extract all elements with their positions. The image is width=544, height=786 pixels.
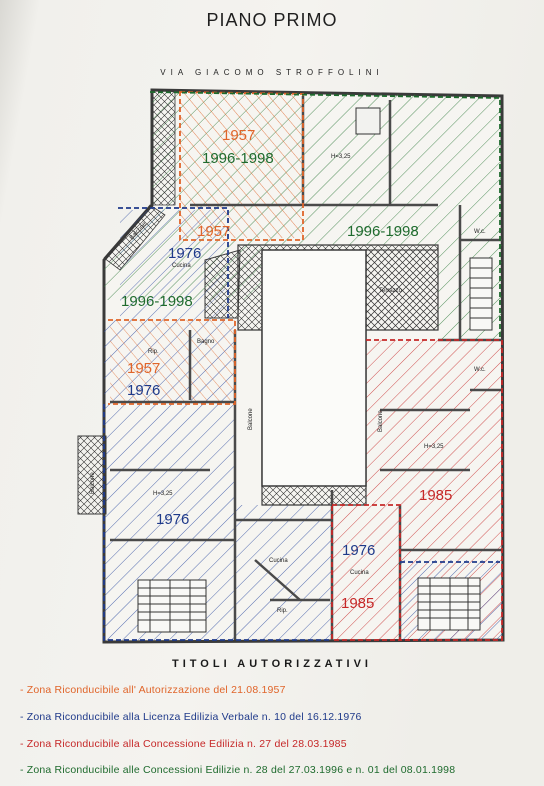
stairs-west — [137, 579, 207, 633]
zone-1957-west: 1957 — [127, 360, 160, 377]
zone-1957-cucina: 1957 — [197, 223, 230, 240]
zone-1957-north: 1957 — [222, 127, 255, 144]
room-wc-north: W.c. — [474, 229, 486, 235]
legend-item-1957: -Zona Riconducibile all' Autorizzazione … — [20, 684, 286, 696]
legend-item-1976: -Zona Riconducibile alla Licenza Edilizi… — [20, 711, 362, 723]
stairs-north — [355, 107, 381, 135]
room-terrazzo: Terrazzo — [379, 288, 403, 294]
north-west-balcony — [151, 89, 176, 206]
room-height-east: H=3,25 — [424, 444, 444, 450]
room-rip-south: Rip. — [277, 608, 288, 614]
room-bagno: Bagno — [197, 339, 215, 345]
zone-outlines — [103, 91, 503, 641]
room-cucina-north: Cucina — [172, 263, 191, 269]
legend-item-1996: -Zona Riconducibile alle Concessioni Edi… — [20, 764, 455, 776]
legend-bullet: - — [20, 684, 24, 696]
legend-text: Zona Riconducibile alla Licenza Edilizia… — [26, 711, 362, 723]
room-cucina-south: Cucina — [269, 558, 288, 564]
west-balcony — [77, 435, 107, 515]
courtyard — [261, 249, 367, 487]
terrace — [365, 249, 439, 331]
diagonal-balcony — [103, 204, 166, 271]
stairs-east — [417, 577, 481, 631]
legend-bullet: - — [20, 764, 24, 776]
zone-1996-west: 1996-1998 — [121, 293, 193, 310]
legend-text: Zona Riconducibile all' Autorizzazione d… — [26, 684, 286, 696]
legend-bullet: - — [20, 738, 24, 750]
legend-text: Zona Riconducibile alla Concessione Edil… — [26, 738, 347, 750]
zone-1976-southwest: 1976 — [156, 511, 189, 528]
legend-title: TITOLI AUTORIZZATIVI — [172, 658, 372, 670]
zone-1996-center: 1996-1998 — [347, 223, 419, 240]
zone-1976-cucina: 1976 — [168, 245, 201, 262]
zone-1996-north: 1996-1998 — [202, 150, 274, 167]
room-cucina-southeast: Cucina — [350, 570, 369, 576]
legend-bullet: - — [20, 711, 24, 723]
stairs-north-east — [469, 257, 493, 331]
room-wc-east: W.c. — [474, 367, 486, 373]
zone-1976-south: 1976 — [342, 542, 375, 559]
zone-1976-west: 1976 — [127, 382, 160, 399]
street-label: VIA GIACOMO STROFFOLINI — [160, 68, 384, 77]
legend-item-1985: -Zona Riconducibile alla Concessione Edi… — [20, 738, 347, 750]
page-title: PIANO PRIMO — [206, 10, 338, 30]
room-balcone-courtyard-east: Balcone — [378, 410, 384, 432]
zone-1985-east: 1985 — [419, 487, 452, 504]
room-height-west: H=3,25 — [153, 491, 173, 497]
legend-text: Zona Riconducibile alle Concessioni Edil… — [26, 764, 456, 776]
room-balcone-west: Balcone — [90, 472, 96, 494]
room-height-north: H=3,25 — [331, 154, 351, 160]
room-balcone-courtyard-west: Balcone — [248, 408, 254, 430]
room-rip-west: Rip. — [148, 349, 159, 355]
corner-balcony — [204, 249, 241, 319]
zone-1985-south: 1985 — [341, 595, 374, 612]
